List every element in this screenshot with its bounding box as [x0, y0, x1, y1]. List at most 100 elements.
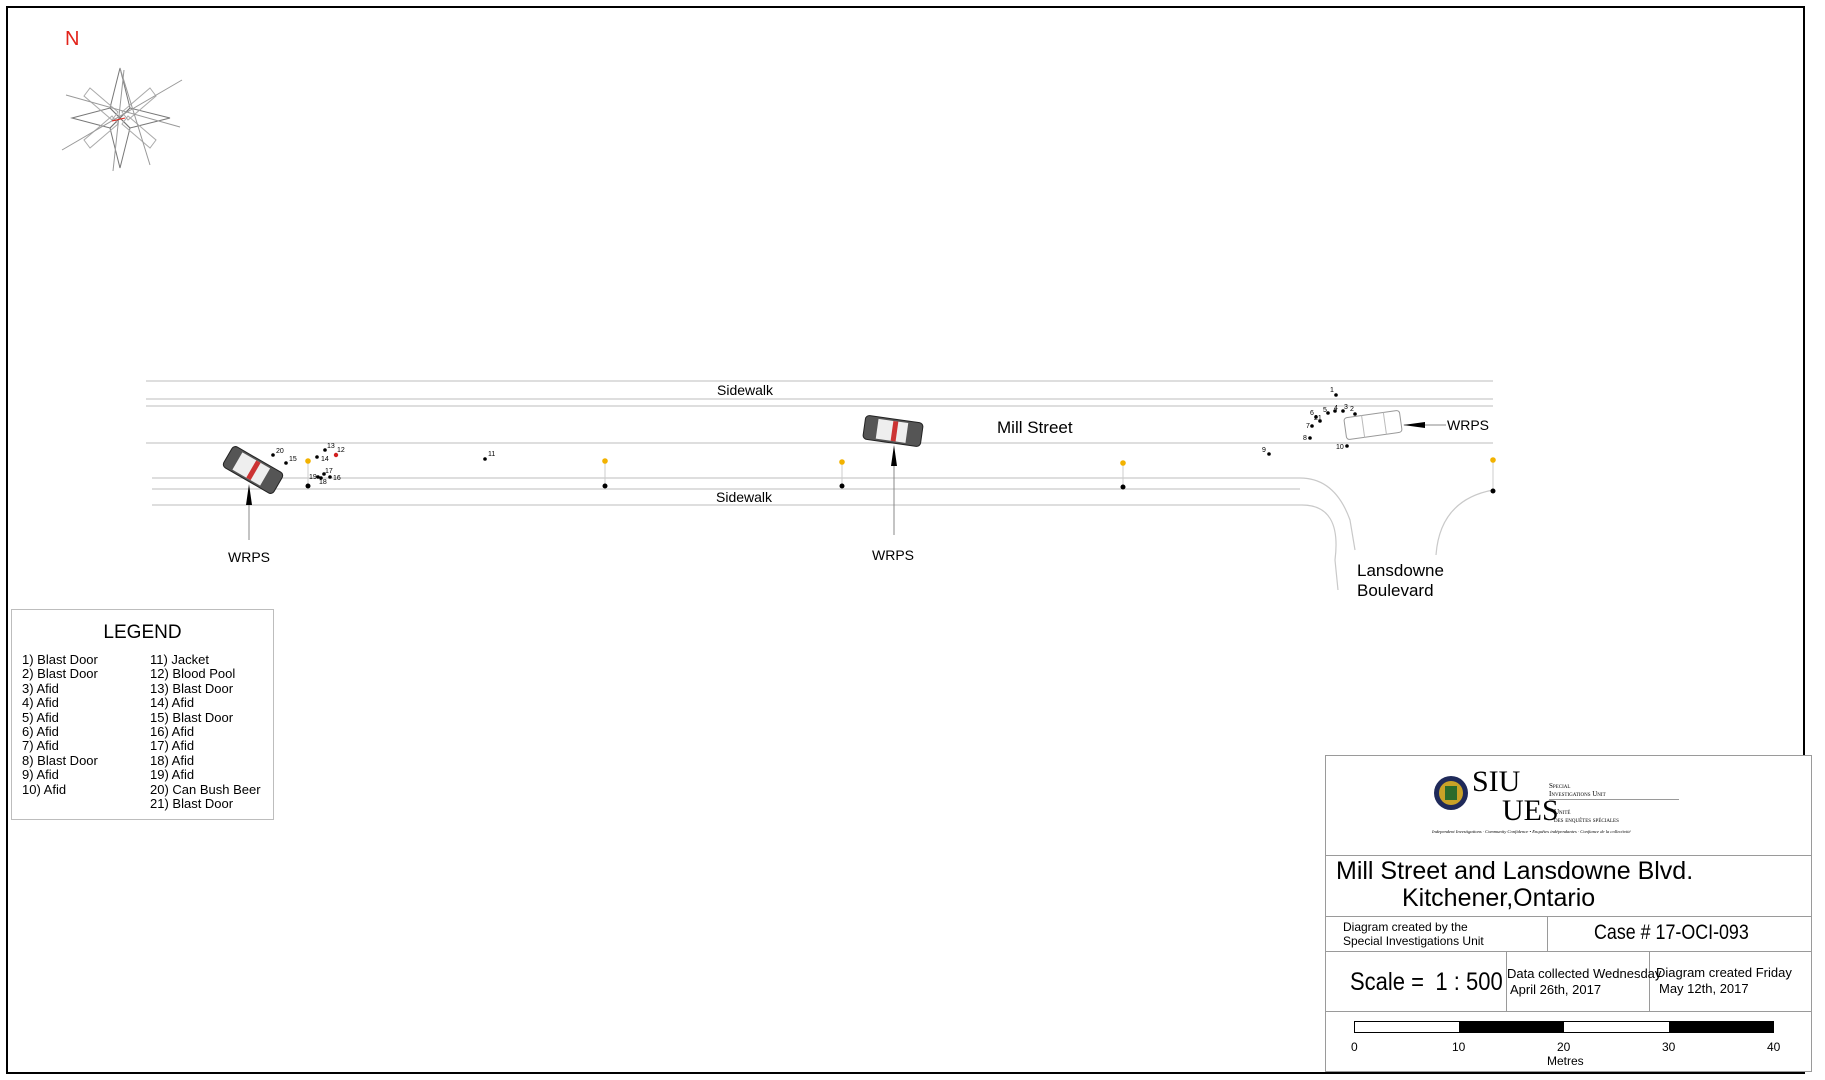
lansdowne-label-line1: Lansdowne [1357, 561, 1444, 580]
scale-unit: Metres [1547, 1054, 1584, 1068]
legend-item: 6) Afid [22, 724, 59, 740]
compass-rose-icon [61, 67, 183, 172]
evidence-marker: 17 [322, 468, 333, 476]
legend-item: 17) Afid [150, 738, 195, 754]
evidence-marker: 8 [1303, 435, 1312, 442]
legend-item: 7) Afid [22, 738, 59, 754]
road-edges [146, 380, 1494, 591]
south-curb [152, 477, 1356, 551]
diagram-created: Diagram created Friday May 12th, 2017 [1656, 965, 1792, 997]
legend-column-2: 11) Jacket 12) Blood Pool 13) Blast Door… [150, 652, 261, 812]
case-value: 17-OCI-093 [1655, 921, 1749, 944]
location-line2: Kitchener,Ontario [1402, 884, 1596, 912]
sidewalk-south-label: Sidewalk [716, 489, 773, 505]
evidence-marker: 5 [1323, 407, 1330, 415]
legend-item: 11) Jacket [150, 652, 210, 667]
legend-item: 14) Afid [150, 695, 195, 711]
case-label: Case # [1594, 921, 1651, 944]
svg-text:2: 2 [1350, 406, 1354, 413]
divider [1547, 916, 1548, 951]
legend-box: LEGEND 1) Blast Door 2) Blast Door 3) Af… [11, 609, 274, 820]
light-pole [1120, 460, 1126, 490]
light-pole [839, 459, 845, 489]
data-collected: Data collected Wednesday April 26th, 201… [1507, 966, 1661, 998]
vehicle-label-centre: WRPS [872, 547, 914, 563]
scale-tick: 20 [1557, 1040, 1571, 1054]
svg-text:15: 15 [289, 456, 297, 463]
created-by-line1: Diagram created by the [1343, 920, 1468, 934]
svg-text:21: 21 [1314, 415, 1322, 422]
logo-english-line2: Investigations Unit [1549, 790, 1606, 798]
police-vehicle-centre [862, 415, 924, 447]
light-pole [1490, 457, 1496, 494]
lansdowne-label: Lansdowne Boulevard [1357, 561, 1444, 601]
legend-item: 2) Blast Door [22, 666, 98, 682]
legend-item: 1) Blast Door [22, 652, 98, 667]
evidence-marker: 15 [284, 456, 297, 465]
svg-text:12: 12 [337, 447, 345, 454]
evidence-marker: 10 [1336, 444, 1349, 451]
svg-text:16: 16 [333, 475, 341, 482]
logo-rule [1549, 799, 1679, 800]
svg-text:6: 6 [1310, 410, 1314, 417]
scale-label: Scale = [1350, 968, 1425, 996]
evidence-marker: 11 [483, 451, 495, 461]
vehicle-label-west: WRPS [228, 549, 270, 565]
evidence-marker: 3 [1341, 404, 1348, 413]
evidence-markers: 1 2 3 4 5 6 7 8 9 10 11 12 13 14 15 16 1… [271, 387, 1357, 486]
svg-text:13: 13 [327, 443, 335, 450]
sidewalk-north-label: Sidewalk [717, 382, 774, 398]
drawing-frame [6, 6, 1805, 1074]
divider [1326, 916, 1811, 917]
evidence-marker: 4 [1333, 405, 1338, 413]
logo-english-name: Special Investigations Unit [1549, 782, 1606, 798]
evidence-marker: 6 [1310, 410, 1318, 419]
vehicle-label-east: WRPS [1447, 417, 1489, 433]
legend-item: 9) Afid [22, 767, 59, 783]
siu-crest-icon [1434, 776, 1468, 810]
logo-siu: SIU [1472, 765, 1521, 798]
legend-item: 19) Afid [150, 767, 195, 783]
scale-bar-segment [1669, 1022, 1774, 1032]
scale-tick: 40 [1767, 1040, 1781, 1054]
data-collected-line2: April 26th, 2017 [1510, 982, 1602, 997]
evidence-marker: 21 [1314, 415, 1322, 423]
legend-item: 16) Afid [150, 724, 195, 740]
police-vehicle-west [222, 446, 284, 494]
svg-text:4: 4 [1334, 405, 1338, 412]
scale-text: Scale = 1 : 500 [1350, 968, 1503, 997]
south-sidewalk-outer [152, 504, 1339, 591]
svg-text:5: 5 [1323, 407, 1327, 414]
north-label: N [65, 28, 80, 50]
legend-item: 3) Afid [22, 680, 59, 696]
lansdowne-east-curb [1435, 489, 1494, 556]
evidence-marker: 12 [333, 447, 345, 458]
divider [1326, 1011, 1811, 1012]
legend-item: 18) Afid [150, 752, 195, 768]
svg-text:20: 20 [276, 448, 284, 455]
legend-item: 4) Afid [22, 695, 59, 711]
svg-text:9: 9 [1262, 447, 1266, 454]
legend-item: 12) Blood Pool [150, 666, 236, 682]
legend-title: LEGEND [103, 622, 182, 643]
light-poles [305, 457, 1496, 494]
lansdowne-label-line2: Boulevard [1357, 581, 1434, 600]
svg-text:18: 18 [319, 479, 327, 486]
legend-item: 5) Afid [22, 709, 59, 725]
legend-item: 15) Blast Door [150, 709, 234, 725]
evidence-marker: 20 [271, 448, 284, 457]
svg-text:14: 14 [321, 456, 329, 463]
police-vehicle-east [1343, 410, 1403, 440]
data-collected-line1: Data collected Wednesday [1507, 966, 1662, 981]
scale-tick: 0 [1351, 1040, 1358, 1054]
legend-column-1: 1) Blast Door 2) Blast Door 3) Afid 4) A… [22, 652, 98, 797]
title-block: SIU UES Special Investigations Unit Unit… [1325, 755, 1812, 1072]
mill-street-label: Mill Street [997, 418, 1073, 437]
evidence-marker: 1 [1330, 387, 1338, 397]
evidence-marker: 13 [323, 443, 335, 452]
legend-item: 21) Blast Door [150, 796, 234, 812]
divider [1649, 951, 1650, 1011]
evidence-marker: 9 [1262, 447, 1271, 456]
evidence-marker: 7 [1306, 423, 1314, 430]
